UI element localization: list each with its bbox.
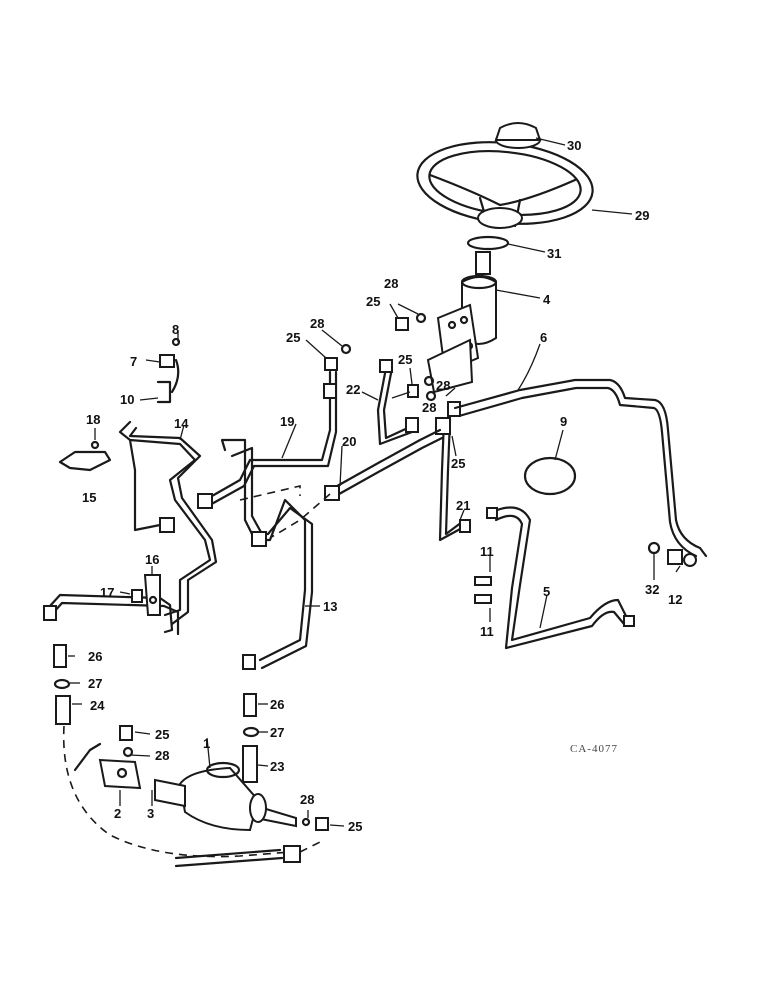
callout-11-lower: 11 xyxy=(480,624,494,639)
callout-25-a: 25 xyxy=(451,456,465,471)
bracket-16-17 xyxy=(131,574,161,616)
callout-29: 29 xyxy=(635,208,649,223)
tube-5 xyxy=(486,506,635,650)
callout-28-c: 28 xyxy=(384,276,398,291)
callout-14: 14 xyxy=(174,416,189,431)
callout-30: 30 xyxy=(567,138,581,153)
callout-25-c: 25 xyxy=(366,294,380,309)
callout-10: 10 xyxy=(120,392,134,407)
callout-19: 19 xyxy=(280,414,294,429)
tube-20 xyxy=(269,428,444,539)
callout-27-a: 27 xyxy=(88,676,102,691)
hydraulic-hose xyxy=(62,725,321,868)
callout-28-e: 28 xyxy=(155,748,169,763)
fittings-lower-left xyxy=(53,644,260,783)
callout-20: 20 xyxy=(342,434,356,449)
callout-17: 17 xyxy=(100,585,114,600)
fittings-upper xyxy=(324,312,461,417)
callout-28-d: 28 xyxy=(310,316,324,331)
callout-16: 16 xyxy=(145,552,159,567)
callout-25-b: 25 xyxy=(398,352,412,367)
bushing-11 xyxy=(474,576,492,604)
drawing-code: CA-4077 xyxy=(570,743,618,755)
callout-18: 18 xyxy=(86,412,100,427)
callout-labels: 30 29 31 4 6 9 32 12 5 11 11 21 25 28 28… xyxy=(82,138,682,834)
callout-11-upper: 11 xyxy=(480,544,494,559)
tube-lower-left xyxy=(43,593,180,636)
callout-25-d: 25 xyxy=(286,330,300,345)
tube-13 xyxy=(220,438,314,670)
callout-28-b: 28 xyxy=(422,400,436,415)
callout-28-f: 28 xyxy=(300,792,314,807)
tube-14 xyxy=(118,420,218,626)
callout-27-b: 27 xyxy=(270,725,284,740)
callout-25-e: 25 xyxy=(155,727,169,742)
leader-lines xyxy=(68,137,681,827)
callout-1: 1 xyxy=(203,736,210,751)
callout-8: 8 xyxy=(172,322,179,337)
callout-24: 24 xyxy=(90,698,105,713)
callout-15: 15 xyxy=(82,490,96,505)
tube-22 xyxy=(376,359,419,446)
callout-3: 3 xyxy=(147,806,154,821)
callout-2: 2 xyxy=(114,806,121,821)
callout-28-a: 28 xyxy=(436,378,450,393)
callout-23: 23 xyxy=(270,759,284,774)
callout-6: 6 xyxy=(540,330,547,345)
clevis-bracket-2 xyxy=(98,725,329,831)
callout-31: 31 xyxy=(547,246,561,261)
tube-19 xyxy=(197,370,338,509)
callout-7: 7 xyxy=(130,354,137,369)
clip-parts-7-8-10 xyxy=(156,337,181,404)
steering-pump xyxy=(426,251,498,394)
snap-ring-31 xyxy=(466,235,510,251)
fitting-12 xyxy=(647,541,683,565)
callout-25-f: 25 xyxy=(348,819,362,834)
callout-32: 32 xyxy=(645,582,659,597)
callout-4: 4 xyxy=(543,292,551,307)
callout-26-b: 26 xyxy=(270,697,284,712)
tube-6 xyxy=(453,378,708,567)
steering-cylinder xyxy=(154,761,297,832)
clamp-15-18 xyxy=(58,440,112,472)
callout-26-a: 26 xyxy=(88,649,102,664)
callout-9: 9 xyxy=(560,414,567,429)
callout-12: 12 xyxy=(668,592,682,607)
callout-22: 22 xyxy=(346,382,360,397)
callout-21: 21 xyxy=(456,498,470,513)
callout-13: 13 xyxy=(323,599,337,614)
callout-5: 5 xyxy=(543,584,550,599)
horn-cap xyxy=(494,122,542,149)
ring-9 xyxy=(523,456,577,496)
tube-21 xyxy=(435,417,471,542)
